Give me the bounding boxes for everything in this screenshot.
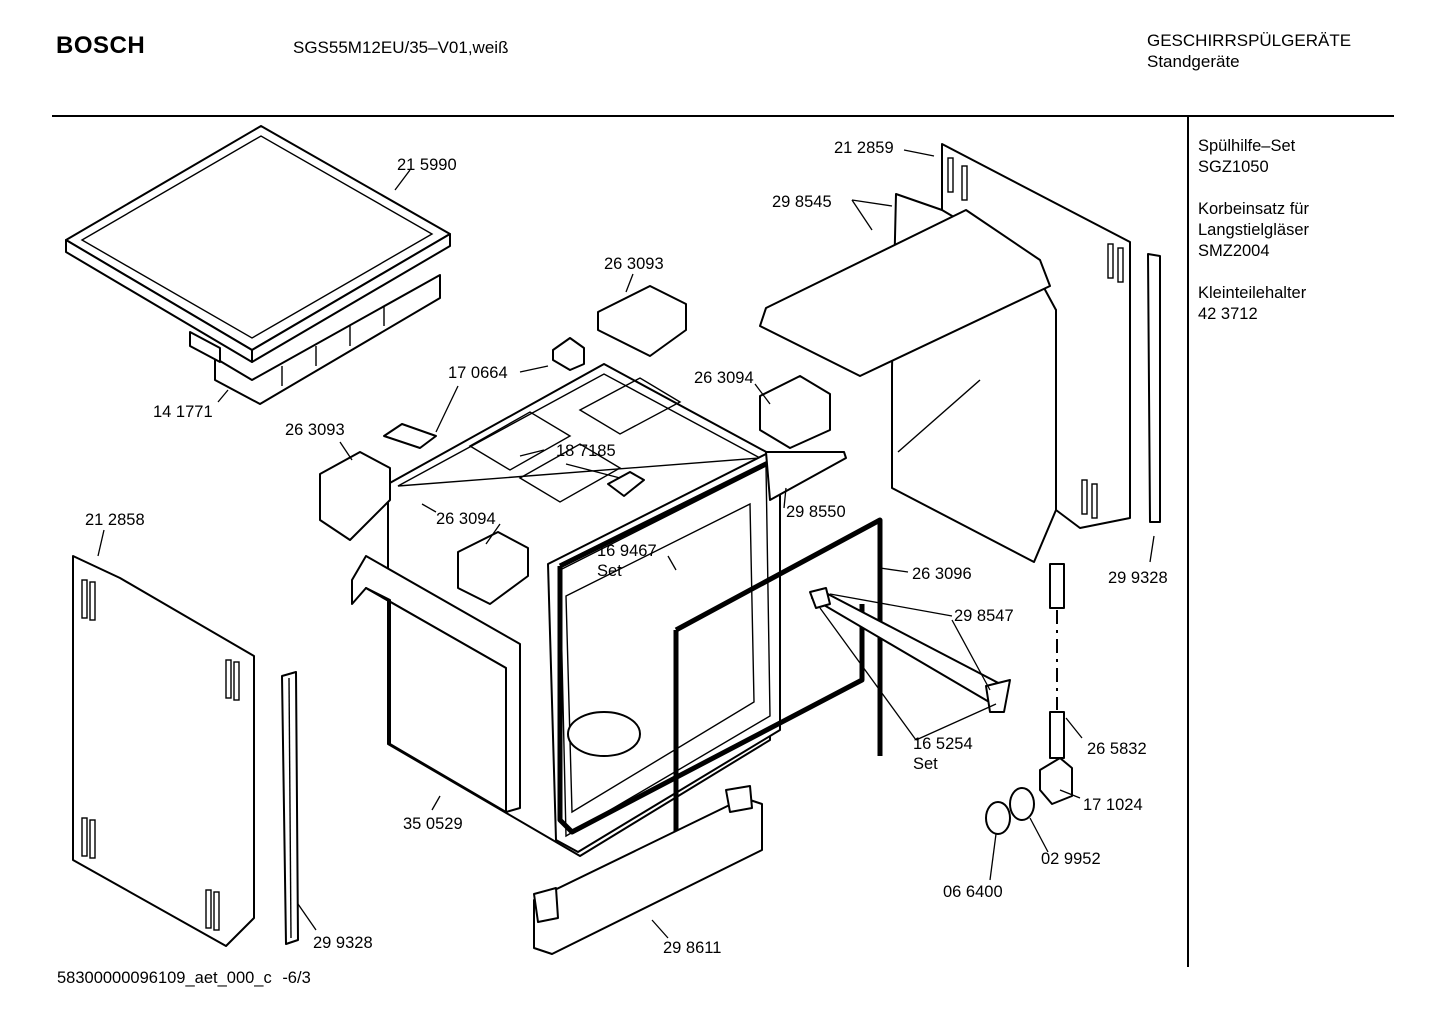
accessory-item: Spülhilfe–Set SGZ1050 — [1198, 136, 1295, 178]
accessory-code: 42 3712 — [1198, 305, 1258, 323]
strip-left-drawing — [281, 671, 299, 945]
header-divider — [52, 115, 1394, 117]
part-label: 21 2858 — [85, 511, 145, 529]
back-panel-drawing — [759, 143, 1131, 563]
bracket-parts-drawing — [319, 285, 831, 605]
sidebar-divider — [1187, 117, 1189, 967]
part-label: 06 6400 — [943, 883, 1003, 901]
document-id: 58300000096109_aet_000_c — [57, 969, 272, 987]
hose-drawing — [557, 451, 883, 866]
side-panel-left-drawing — [72, 555, 255, 947]
strip-right-drawing — [1147, 253, 1161, 523]
part-suffix: Set — [913, 755, 938, 773]
part-label: 26 3093 — [604, 255, 664, 273]
accessory-code: SMZ2004 — [1198, 242, 1270, 260]
accessory-name: Kleinteilehalter — [1198, 284, 1307, 302]
model-number: SGS55M12EU/35–V01,weiß — [293, 38, 509, 57]
part-label: 14 1771 — [153, 403, 213, 421]
accessory-name: Spülhilfe–Set — [1198, 137, 1296, 155]
accessory-item: Kleinteilehalter 42 3712 — [1198, 283, 1306, 325]
part-label: 29 8547 — [954, 607, 1014, 625]
accessory-item: Korbeinsatz für Langstielgläser SMZ2004 — [1198, 199, 1309, 262]
footer: 58300000096109_aet_000_c -6/3 — [57, 969, 311, 988]
leader-lines — [97, 149, 1155, 939]
part-label: 35 0529 — [403, 815, 463, 833]
part-label: 29 8545 — [772, 193, 832, 211]
part-label: 29 8550 — [786, 503, 846, 521]
part-label: 29 9328 — [313, 934, 373, 952]
part-number: 16 9467 — [597, 542, 657, 560]
worktop-drawing — [65, 125, 451, 363]
part-number: 16 5254 — [913, 735, 973, 753]
part-label: 02 9952 — [1041, 850, 1101, 868]
brand-logo: BOSCH — [56, 32, 146, 59]
front-panel-drawing — [351, 555, 521, 813]
part-suffix: Set — [597, 562, 622, 580]
part-label: 26 3096 — [912, 565, 972, 583]
part-label: 21 5990 — [397, 156, 457, 174]
category-title: GESCHIRRSPÜLGERÄTE — [1147, 31, 1352, 50]
part-label: 17 0664 — [448, 364, 508, 382]
part-label: 26 3094 — [694, 369, 754, 387]
category-subtitle: Standgeräte — [1147, 52, 1240, 71]
product-category: GESCHIRRSPÜLGERÄTE Standgeräte — [1147, 30, 1351, 72]
part-label: 29 8611 — [663, 939, 722, 957]
rail-drawing — [809, 587, 1011, 713]
part-label: 29 9328 — [1108, 569, 1168, 587]
part-label-set: 16 5254 Set — [913, 734, 973, 774]
part-label: 26 5832 — [1087, 740, 1147, 758]
part-label: 26 3094 — [436, 510, 496, 528]
control-panel-drawing — [189, 274, 441, 405]
part-label: 21 2859 — [834, 139, 894, 157]
accessory-name-cont: Langstielgläser — [1198, 221, 1309, 239]
part-label: 18 7185 — [556, 442, 616, 460]
drain-hose-drawing — [985, 563, 1073, 835]
part-label: 17 1024 — [1083, 796, 1143, 814]
page-number: -6/3 — [282, 969, 311, 987]
part-label-set: 16 9467 Set — [597, 541, 657, 581]
accessory-name: Korbeinsatz für — [1198, 200, 1309, 218]
kick-plate-drawing — [533, 785, 763, 955]
accessory-code: SGZ1050 — [1198, 158, 1269, 176]
part-label: 26 3093 — [285, 421, 345, 439]
